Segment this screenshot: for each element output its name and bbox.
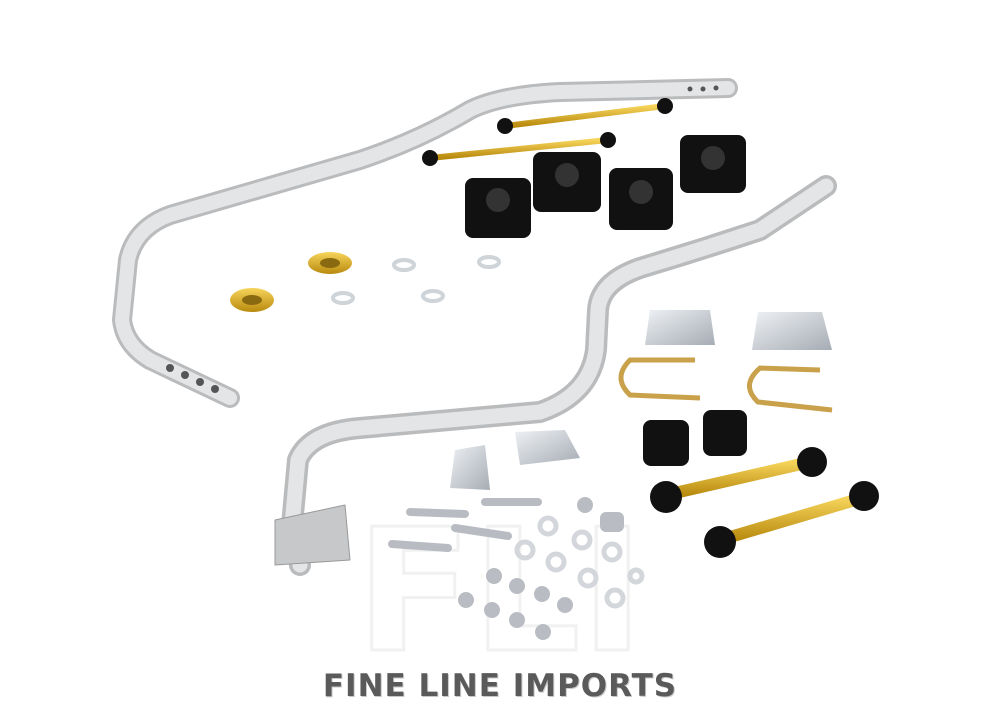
front-end-links	[422, 98, 673, 166]
rear-sway-bar	[274, 175, 837, 576]
rear-adjustable-links	[650, 447, 879, 558]
front-sway-bar	[112, 78, 738, 408]
rear-bushings	[643, 410, 747, 466]
front-bushings	[465, 135, 746, 238]
hardware	[388, 430, 645, 640]
u-bolt-brackets	[618, 310, 833, 413]
collars-and-washers	[230, 252, 501, 312]
brand-watermark: FINE LINE IMPORTS	[322, 668, 678, 704]
fli-watermark: FLI	[356, 493, 644, 691]
